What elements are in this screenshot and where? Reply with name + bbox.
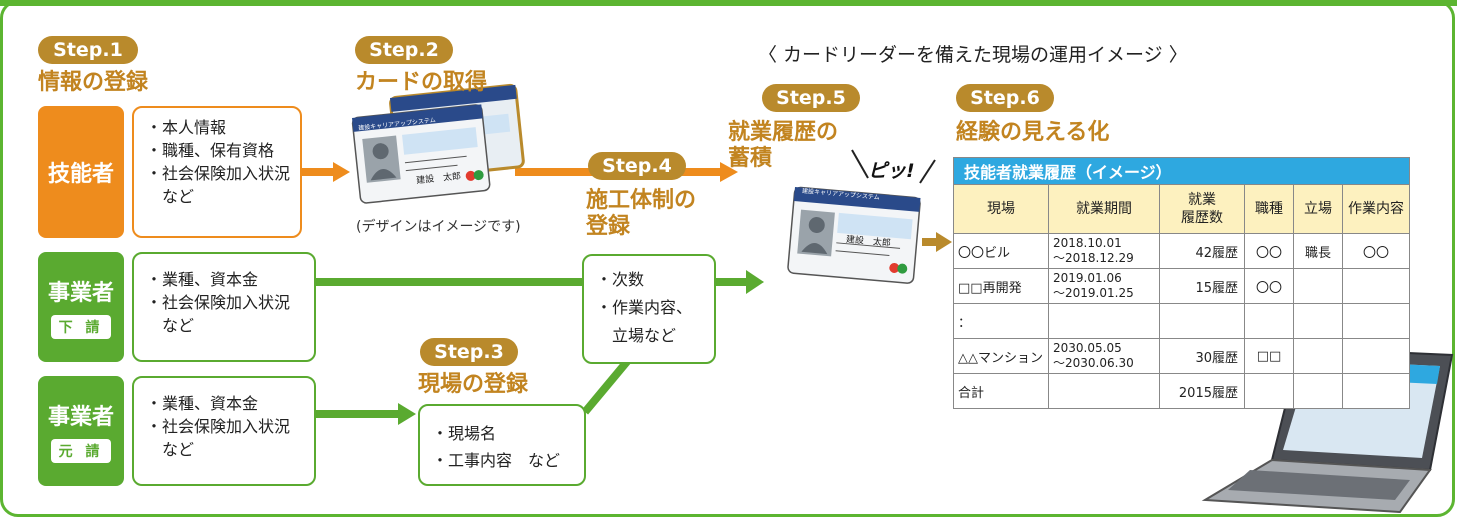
list-item: ・工事内容 など [432, 451, 561, 470]
worker-label: 技能者 [47, 162, 114, 187]
table-caption: 技能者就業履歴（イメージ） [953, 157, 1410, 185]
table-cell: □□ [1244, 338, 1294, 374]
step5-title-line2: 蓄積 [728, 146, 773, 171]
id-card-icon [787, 186, 921, 284]
prime-contractor-label: 事業者 [47, 405, 114, 430]
table-cell [1342, 268, 1410, 304]
column-header: 作業内容 [1342, 184, 1410, 234]
card-caption: (デザインはイメージです) [356, 219, 521, 235]
card-beep-text: ピッ! [868, 160, 915, 182]
step1-badge: Step.1 [38, 36, 138, 64]
work-history-table: 技能者就業履歴（イメージ） 現場 就業期間 就業 履歴数 職種 立場 作業内容 … [953, 157, 1410, 409]
table-cell: 15履歴 [1159, 268, 1245, 304]
table-cell [1342, 303, 1410, 339]
list-item: など [146, 187, 195, 206]
table-cell: 〇〇 [1244, 233, 1294, 269]
table-cell: 〇〇ビル [953, 233, 1049, 269]
column-header: 現場 [953, 184, 1049, 234]
table-cell: ： [953, 303, 1049, 339]
table-cell [1342, 338, 1410, 374]
structure-registration-box: ・次数 ・作業内容、 立場など [582, 254, 716, 364]
prime-contractor-badge: 元 請 [50, 439, 112, 463]
table-cell [1048, 303, 1160, 339]
operation-heading: 〈 カードリーダーを備えた現場の運用イメージ 〉 [758, 44, 1188, 66]
table-row: 〇〇ビル 2018.10.01 ～2018.12.29 42履歴 〇〇 職長 〇… [953, 233, 1410, 269]
step3-badge: Step.3 [420, 338, 518, 366]
table-cell: 〇〇 [1342, 233, 1410, 269]
id-card-icon [351, 104, 491, 204]
table-cell: 2018.10.01 ～2018.12.29 [1048, 233, 1160, 269]
step3-title: 現場の登録 [418, 372, 529, 397]
column-header: 就業 履歴数 [1159, 184, 1245, 234]
table-cell: △△マンション [953, 338, 1049, 374]
table-cell: 2030.05.05 ～2030.06.30 [1048, 338, 1160, 374]
step2-badge: Step.2 [355, 36, 453, 64]
step6-title: 経験の見える化 [956, 120, 1110, 145]
table-cell: 2015履歴 [1159, 373, 1245, 409]
worker-tag: 技能者 [38, 106, 124, 238]
table-row: △△マンション 2030.05.05 ～2030.06.30 30履歴 □□ [953, 338, 1410, 374]
table-row: □□再開発 2019.01.06 ～2019.01.25 15履歴 〇〇 [953, 268, 1410, 304]
table-cell: □□再開発 [953, 268, 1049, 304]
table-cell [1048, 373, 1160, 409]
table-cell: 合計 [953, 373, 1049, 409]
subcontractor-tag: 事業者 下 請 [38, 252, 124, 362]
subcontractor-label: 事業者 [47, 281, 114, 306]
list-item: 立場など [596, 326, 677, 345]
list-item: など [146, 440, 195, 459]
list-item: ・次数 [596, 270, 645, 289]
subcontractor-info-box: ・業種、資本金 ・社会保険加入状況 など [132, 252, 316, 362]
site-registration-box: ・現場名 ・工事内容 など [418, 404, 586, 486]
list-item: ・作業内容、 [596, 298, 693, 317]
worker-info-box: ・本人情報 ・職種、保有資格 ・社会保険加入状況 など [132, 106, 302, 238]
column-header: 立場 [1293, 184, 1343, 234]
table-cell: 30履歴 [1159, 338, 1245, 374]
table-cell [1342, 373, 1410, 409]
step1-title: 情報の登録 [38, 70, 149, 95]
step2-title: カードの取得 [355, 70, 488, 95]
list-item: ・社会保険加入状況 [146, 417, 291, 436]
step4-badge: Step.4 [588, 152, 686, 180]
table-cell [1159, 303, 1245, 339]
table-cell: 職長 [1293, 233, 1343, 269]
table-cell [1293, 338, 1343, 374]
list-item: など [146, 316, 195, 335]
table-cell [1244, 373, 1294, 409]
table-cell [1293, 303, 1343, 339]
step5-title-line1: 就業履歴の [728, 120, 839, 145]
list-item: ・業種、資本金 [146, 270, 259, 289]
prime-contractor-tag: 事業者 元 請 [38, 376, 124, 486]
list-item: ・社会保険加入状況 [146, 164, 291, 183]
column-header: 職種 [1244, 184, 1294, 234]
list-item: ・職種、保有資格 [146, 141, 275, 160]
column-header: 就業期間 [1048, 184, 1160, 234]
step6-badge: Step.6 [956, 84, 1054, 112]
table-row: ： [953, 303, 1410, 339]
step5-badge: Step.5 [762, 84, 860, 112]
table-cell [1293, 268, 1343, 304]
table-cell [1244, 303, 1294, 339]
step4-title-line1: 施工体制の [586, 188, 697, 213]
top-border [0, 0, 1457, 6]
list-item: ・社会保険加入状況 [146, 293, 291, 312]
table-cell: 〇〇 [1244, 268, 1294, 304]
list-item: ・業種、資本金 [146, 394, 259, 413]
subcontractor-badge: 下 請 [50, 315, 112, 339]
list-item: ・本人情報 [146, 118, 227, 137]
list-item: ・現場名 [432, 424, 497, 443]
step4-title-line2: 登録 [586, 214, 631, 239]
table-cell: 2019.01.06 ～2019.01.25 [1048, 268, 1160, 304]
prime-contractor-info-box: ・業種、資本金 ・社会保険加入状況 など [132, 376, 316, 486]
table-cell [1293, 373, 1343, 409]
table-row: 合計 2015履歴 [953, 373, 1410, 409]
table-cell: 42履歴 [1159, 233, 1245, 269]
